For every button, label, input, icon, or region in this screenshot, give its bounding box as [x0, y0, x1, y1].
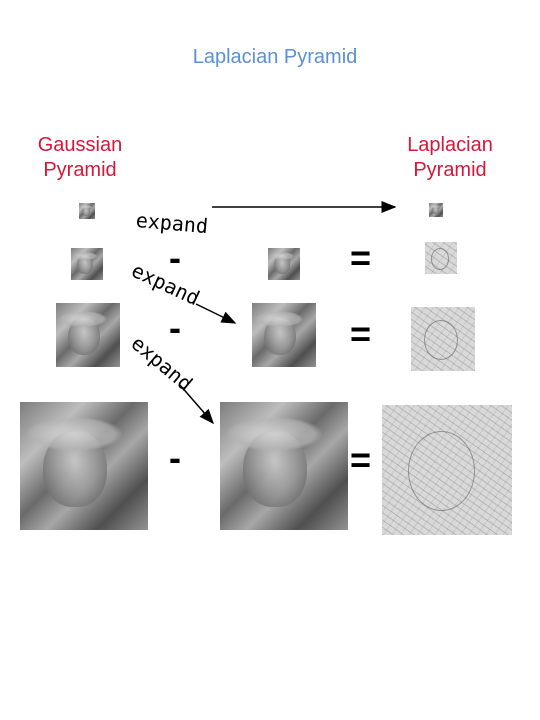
equals-operator-1: = [350, 237, 372, 278]
expand-arrow-2 [195, 303, 237, 324]
expand-arrow-3 [179, 384, 214, 425]
laplacian-level-0-image [382, 405, 512, 535]
expanded-level-1-image [252, 303, 316, 367]
expanded-level-2-image [268, 248, 300, 280]
laplacian-pyramid-heading: Laplacian Pyramid [380, 133, 520, 183]
minus-operator-1: - [169, 237, 181, 278]
minus-operator-3: - [169, 437, 181, 478]
page-title: Laplacian Pyramid [192, 46, 358, 68]
laplacian-level-3-image [429, 203, 443, 217]
laplacian-heading-text: Laplacian Pyramid [407, 134, 493, 181]
gaussian-level-0-image [20, 402, 148, 530]
minus-operator-2: - [169, 307, 181, 348]
gaussian-heading-text: Gaussian Pyramid [37, 134, 123, 181]
equals-operator-3: = [350, 439, 372, 480]
gaussian-level-2-image [71, 248, 103, 280]
gaussian-level-1-image [56, 303, 120, 367]
laplacian-level-2-image [425, 242, 457, 274]
gaussian-level-3-image [79, 203, 95, 219]
laplacian-level-1-image [411, 307, 475, 371]
equals-operator-2: = [350, 313, 372, 354]
gaussian-pyramid-heading: Gaussian Pyramid [10, 133, 150, 183]
expanded-level-0-image [220, 402, 348, 530]
